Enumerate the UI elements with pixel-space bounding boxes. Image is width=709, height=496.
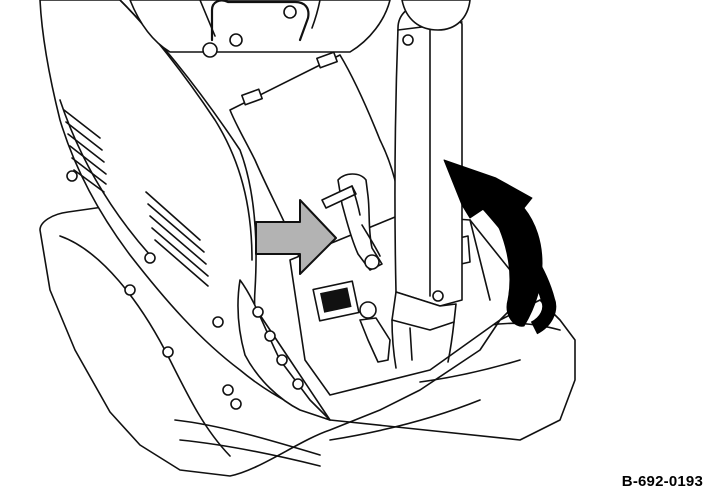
top-frame (129, 0, 391, 58)
locking-lever (321, 173, 391, 363)
curved-up-arrow-icon (443, 159, 557, 335)
right-arrow-icon (255, 199, 337, 275)
figure-code: B-692-0193 (621, 473, 703, 490)
side-plate (237, 279, 331, 421)
handle-post (391, 0, 471, 369)
housing-bolts (66, 170, 242, 410)
vent-slots-upper (63, 109, 107, 193)
engine-housing (39, 0, 331, 421)
vent-slots-lower (145, 191, 209, 287)
